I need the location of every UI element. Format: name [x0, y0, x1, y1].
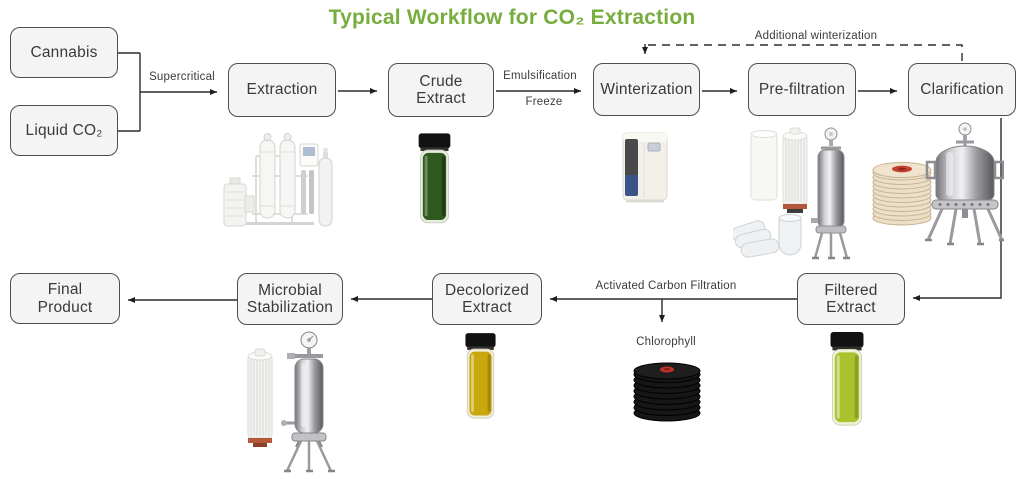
chlorophyll-carbon-discs-image	[633, 362, 701, 422]
filtered-extract-liquid	[834, 352, 860, 423]
pleated-cartridge-icon	[247, 348, 273, 447]
node-winterization-label: Winterization	[600, 80, 693, 98]
node-filtered-extract-label: Filtered Extract	[824, 281, 878, 316]
node-extraction: Extraction	[228, 63, 336, 117]
filtered-extract-vial-image	[830, 331, 864, 426]
node-decolorized-extract-label: Decolorized Extract	[444, 281, 530, 316]
node-clarification-label: Clarification	[920, 80, 1004, 98]
node-winterization: Winterization	[593, 63, 700, 116]
clarification-housing-icon	[925, 122, 1004, 246]
clarification-filter-image	[872, 122, 1004, 246]
pleated-cartridge-icon	[782, 127, 808, 213]
label-supercritical: Supercritical	[149, 71, 215, 83]
node-crude-extract: Crude Extract	[388, 63, 494, 117]
filter-housing-icon	[811, 127, 850, 260]
node-filtered-extract: Filtered Extract	[797, 273, 905, 325]
node-pre-filtration: Pre-filtration	[748, 63, 856, 116]
winterization-machine-image	[622, 132, 668, 203]
page-title: Typical Workflow for CO₂ Extraction	[328, 6, 696, 29]
node-decolorized-extract: Decolorized Extract	[432, 273, 542, 325]
node-microbial-stabilization-label: Microbial Stabilization	[246, 281, 334, 316]
node-extraction-label: Extraction	[246, 81, 318, 99]
extraction-machine-image	[223, 133, 333, 227]
crude-extract-liquid	[422, 152, 447, 220]
node-cannabis: Cannabis	[10, 27, 118, 78]
crude-extract-vial-image	[418, 133, 451, 224]
label-activated-carbon-filtration: Activated Carbon Filtration	[595, 280, 737, 292]
node-liquid-co2: Liquid CO₂	[10, 105, 118, 156]
filter-bags-icon	[733, 214, 802, 258]
node-cannabis-label: Cannabis	[30, 43, 98, 61]
node-crude-extract-label: Crude Extract	[416, 72, 466, 107]
node-final-product: Final Product	[10, 273, 120, 324]
label-additional-winterization: Additional winterization	[754, 30, 878, 42]
decolorized-extract-liquid	[469, 351, 492, 416]
label-chlorophyll: Chlorophyll	[636, 336, 696, 348]
decolorized-extract-vial-image	[465, 333, 496, 419]
node-final-product-label: Final Product	[37, 281, 93, 316]
filter-housing-icon	[281, 331, 335, 473]
pre-filtration-filters-image	[733, 127, 850, 260]
label-emulsification: Emulsification	[503, 70, 577, 82]
connector-additional-winterization-dashed	[645, 44, 963, 61]
lenticular-disc-stack-icon	[872, 162, 932, 226]
node-clarification: Clarification	[908, 63, 1016, 116]
microbial-stabilization-filter-image	[247, 331, 335, 473]
label-freeze: Freeze	[525, 96, 563, 108]
node-pre-filtration-label: Pre-filtration	[758, 80, 846, 98]
cartridge-filter-icon	[750, 130, 778, 201]
node-microbial-stabilization: Microbial Stabilization	[237, 273, 343, 325]
node-liquid-co2-label: Liquid CO₂	[25, 121, 103, 139]
connector-inputs-bracket	[118, 52, 141, 132]
